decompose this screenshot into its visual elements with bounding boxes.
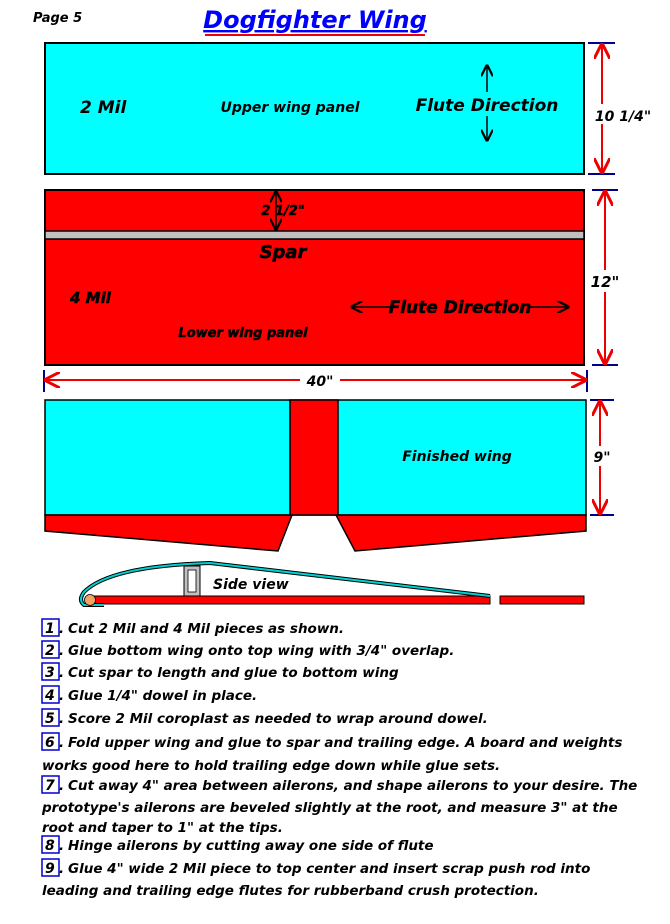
side-view: Side view bbox=[79, 560, 585, 607]
svg-text:.: . bbox=[59, 735, 64, 751]
span-dimension: 40" bbox=[43, 370, 588, 392]
svg-text:.: . bbox=[59, 838, 64, 854]
svg-text:1: 1 bbox=[45, 621, 55, 637]
svg-text:3: 3 bbox=[45, 665, 55, 681]
upper-material: 2 Mil bbox=[80, 98, 127, 118]
right-aileron bbox=[334, 514, 587, 552]
svg-text:.: . bbox=[59, 665, 64, 681]
step-7: 7.Cut away 4" area between ailerons, and… bbox=[41, 775, 637, 836]
svg-text:.: . bbox=[59, 621, 64, 637]
step-1: 1.Cut 2 Mil and 4 Mil pieces as shown. bbox=[41, 618, 344, 637]
left-aileron bbox=[44, 514, 294, 552]
step-8: 8.Hinge ailerons by cutting away one sid… bbox=[41, 835, 434, 854]
svg-text:9: 9 bbox=[45, 861, 55, 877]
upper-flute-label: Flute Direction bbox=[416, 96, 559, 116]
upper-height-dimension: 10 1/4" bbox=[588, 42, 651, 175]
upper-panel-label: Upper wing panel bbox=[220, 100, 359, 116]
finished-height-label: 9" bbox=[593, 450, 610, 466]
finished-wing-label: Finished wing bbox=[402, 449, 512, 465]
svg-text:Score 2 Mil coroplast as neede: Score 2 Mil coroplast as needed to wrap … bbox=[68, 711, 488, 727]
svg-text:Cut spar to length and glue to: Cut spar to length and glue to bottom wi… bbox=[68, 665, 399, 681]
svg-text:.: . bbox=[59, 643, 64, 659]
lower-flute-label: Flute Direction bbox=[389, 298, 532, 318]
svg-text:2: 2 bbox=[45, 643, 55, 659]
svg-text:leading and trailing edge flut: leading and trailing edge flutes for rub… bbox=[42, 883, 539, 899]
svg-text:Hinge ailerons by cutting away: Hinge ailerons by cutting away one side … bbox=[68, 838, 434, 854]
lower-material: 4 Mil bbox=[69, 289, 112, 307]
step-5: 5.Score 2 Mil coroplast as needed to wra… bbox=[41, 708, 488, 727]
svg-text:prototype's ailerons are bevel: prototype's ailerons are beveled slightl… bbox=[41, 800, 618, 816]
svg-text:Cut away 4" area between ailer: Cut away 4" area between ailerons, and s… bbox=[68, 778, 637, 794]
step-4: 4.Glue 1/4" dowel in place. bbox=[41, 685, 257, 704]
page-label: Page 5 bbox=[33, 11, 82, 26]
step-6: 6.Fold upper wing and glue to spar and t… bbox=[41, 732, 622, 774]
step-2: 2.Glue bottom wing onto top wing with 3/… bbox=[41, 640, 454, 659]
span-label: 40" bbox=[306, 374, 334, 390]
svg-text:5: 5 bbox=[45, 711, 55, 727]
svg-text:4: 4 bbox=[44, 688, 55, 704]
svg-text:8: 8 bbox=[45, 838, 55, 854]
lower-height-dimension: 12" bbox=[591, 189, 620, 366]
svg-text:Glue 1/4" dowel in place.: Glue 1/4" dowel in place. bbox=[68, 688, 257, 704]
instructions: 1.Cut 2 Mil and 4 Mil pieces as shown. 2… bbox=[41, 618, 637, 899]
svg-text:root and taper to 1" at the ti: root and taper to 1" at the tips. bbox=[42, 820, 283, 836]
svg-text:.: . bbox=[59, 688, 64, 704]
center-strip bbox=[289, 399, 339, 516]
step-3: 3.Cut spar to length and glue to bottom … bbox=[41, 662, 399, 681]
svg-text:Fold upper wing and glue to sp: Fold upper wing and glue to spar and tra… bbox=[68, 735, 622, 751]
upper-wing-panel: 2 Mil Upper wing panel Flute Direction bbox=[44, 42, 585, 175]
step-9: 9.Glue 4" wide 2 Mil piece to top center… bbox=[41, 858, 590, 899]
spar-label: Spar bbox=[260, 242, 308, 263]
lower-height-label: 12" bbox=[591, 273, 620, 291]
spar-offset-label: 2 1/2" bbox=[261, 204, 304, 219]
svg-text:Cut 2 Mil and 4 Mil pieces as: Cut 2 Mil and 4 Mil pieces as shown. bbox=[68, 621, 344, 637]
finished-height-dimension: 9" bbox=[590, 399, 614, 516]
lower-wing-panel: 2 1/2" Spar 4 Mil Flute Direction Lower … bbox=[44, 189, 585, 366]
svg-text:works good here to hold traili: works good here to hold trailing edge do… bbox=[42, 758, 500, 774]
lower-panel-label: Lower wing panel bbox=[178, 326, 308, 341]
side-view-label: Side view bbox=[213, 577, 289, 593]
dowel-icon bbox=[84, 594, 96, 606]
svg-text:.: . bbox=[59, 778, 64, 794]
upper-height-label: 10 1/4" bbox=[595, 109, 651, 125]
svg-text:Glue 4" wide 2 Mil piece to to: Glue 4" wide 2 Mil piece to top center a… bbox=[68, 861, 590, 877]
svg-text:.: . bbox=[59, 711, 64, 727]
spar-strip bbox=[44, 230, 585, 240]
svg-text:Glue bottom wing onto top wing: Glue bottom wing onto top wing with 3/4"… bbox=[68, 643, 454, 659]
page-title: Dogfighter Wing bbox=[203, 6, 427, 34]
svg-text:.: . bbox=[59, 861, 64, 877]
svg-text:6: 6 bbox=[45, 735, 55, 751]
svg-text:7: 7 bbox=[45, 778, 55, 794]
finished-wing: Finished wing bbox=[44, 399, 587, 552]
